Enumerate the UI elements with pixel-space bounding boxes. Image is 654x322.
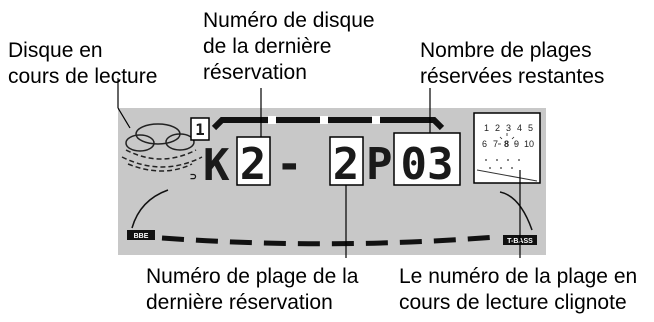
calendar-cell: 2: [495, 123, 500, 133]
label-line: cours de lecture: [8, 65, 158, 88]
label-line: Disque en: [8, 39, 103, 62]
calendar-cell: 1: [484, 123, 489, 133]
calendar-cell: 7: [493, 139, 498, 149]
calendar-cell-current: 8: [504, 139, 509, 149]
track-calendar: 1 2 3 4 5 6 7 8 9 10: [473, 112, 541, 184]
calendar-cell: 6: [482, 139, 487, 149]
arc-gaps: [268, 116, 380, 124]
p-char: P: [366, 139, 393, 190]
disc-indicator-box: [190, 117, 210, 141]
calendar-cell: 5: [528, 123, 533, 133]
calendar-dots: [485, 159, 520, 169]
disc-mark-icon: ⊃: [190, 170, 197, 183]
label-last-reserved-track: Numéro de plage de la dernière réservati…: [146, 264, 358, 316]
label-disc-playing: Disque en cours de lecture: [8, 38, 157, 90]
leader-lines: [117, 78, 521, 258]
disc-stack-icon: [121, 123, 203, 172]
label-last-reserved-disc: Numéro de disque de la dernière réservat…: [203, 8, 375, 86]
remaining-count: 03: [401, 139, 454, 190]
right-curve: [499, 191, 533, 231]
blink-rays-icon: [498, 133, 517, 145]
label-line: Numéro de disque: [203, 9, 375, 32]
bbe-badge: [127, 230, 155, 240]
left-curve: [131, 189, 169, 229]
label-line: Le numéro de la plage en: [399, 265, 638, 288]
label-line: dernière réservation: [146, 291, 333, 314]
bbe-label: BBE: [134, 233, 149, 240]
left-char: K: [203, 140, 230, 191]
label-line: de la dernière: [203, 35, 332, 58]
disc-number: 2: [240, 139, 267, 190]
level-bar: [161, 234, 497, 247]
label-line: réservation: [203, 61, 307, 84]
label-line: cours de lecture clignote: [399, 291, 627, 314]
track-number: 2: [333, 139, 360, 190]
track-number-box: [329, 136, 364, 186]
calendar-cell: 4: [517, 123, 522, 133]
remaining-count-box: [393, 132, 461, 186]
dash-char: -: [276, 139, 303, 190]
label-remaining-tracks: Nombre de plages réservées restantes: [420, 38, 604, 90]
label-line: Nombre de plages: [420, 39, 592, 62]
disc-indicator-value: 1: [195, 120, 205, 139]
calendar-cell: 3: [506, 123, 511, 133]
label-current-track-blinks: Le numéro de la plage en cours de lectur…: [399, 264, 637, 316]
disc-number-box: [236, 136, 271, 186]
calendar-cell: 10: [524, 139, 534, 149]
label-line: réservées restantes: [420, 65, 605, 88]
label-line: Numéro de plage de la: [146, 265, 359, 288]
